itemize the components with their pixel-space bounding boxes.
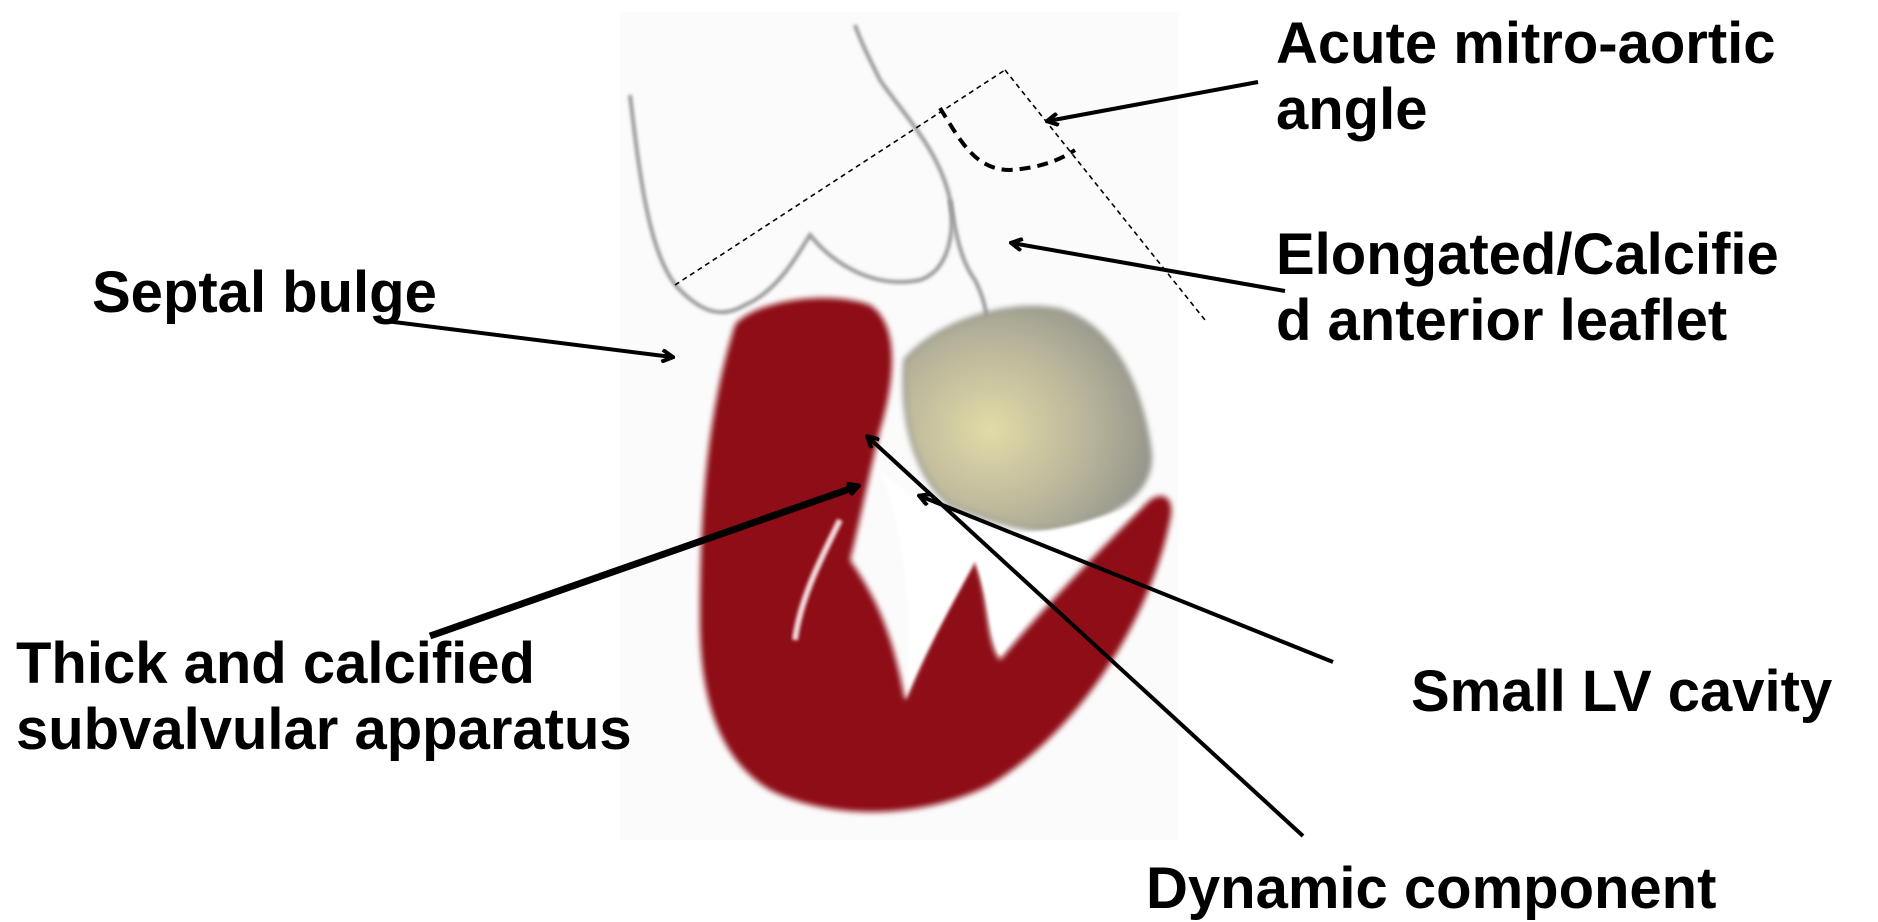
label-thick-line1: Thick and calcified xyxy=(16,631,632,697)
label-subvalvular-apparatus: Thick and calcified subvalvular apparatu… xyxy=(16,631,632,763)
label-thick-line2: subvalvular apparatus xyxy=(16,697,632,763)
label-elongated-line2: d anterior leaflet xyxy=(1276,288,1779,354)
label-septal-bulge: Septal bulge xyxy=(92,260,437,326)
label-elongated-leaflet: Elongated/Calcifie d anterior leaflet xyxy=(1276,222,1779,354)
label-elongated-line1: Elongated/Calcifie xyxy=(1276,222,1779,288)
label-acute-line2: angle xyxy=(1276,77,1776,143)
label-acute-mitro-aortic-angle: Acute mitro-aortic angle xyxy=(1276,11,1776,143)
label-small-lv-cavity: Small LV cavity xyxy=(1411,659,1832,725)
label-acute-line1: Acute mitro-aortic xyxy=(1276,11,1776,77)
label-dynamic-component: Dynamic component xyxy=(1146,856,1716,922)
